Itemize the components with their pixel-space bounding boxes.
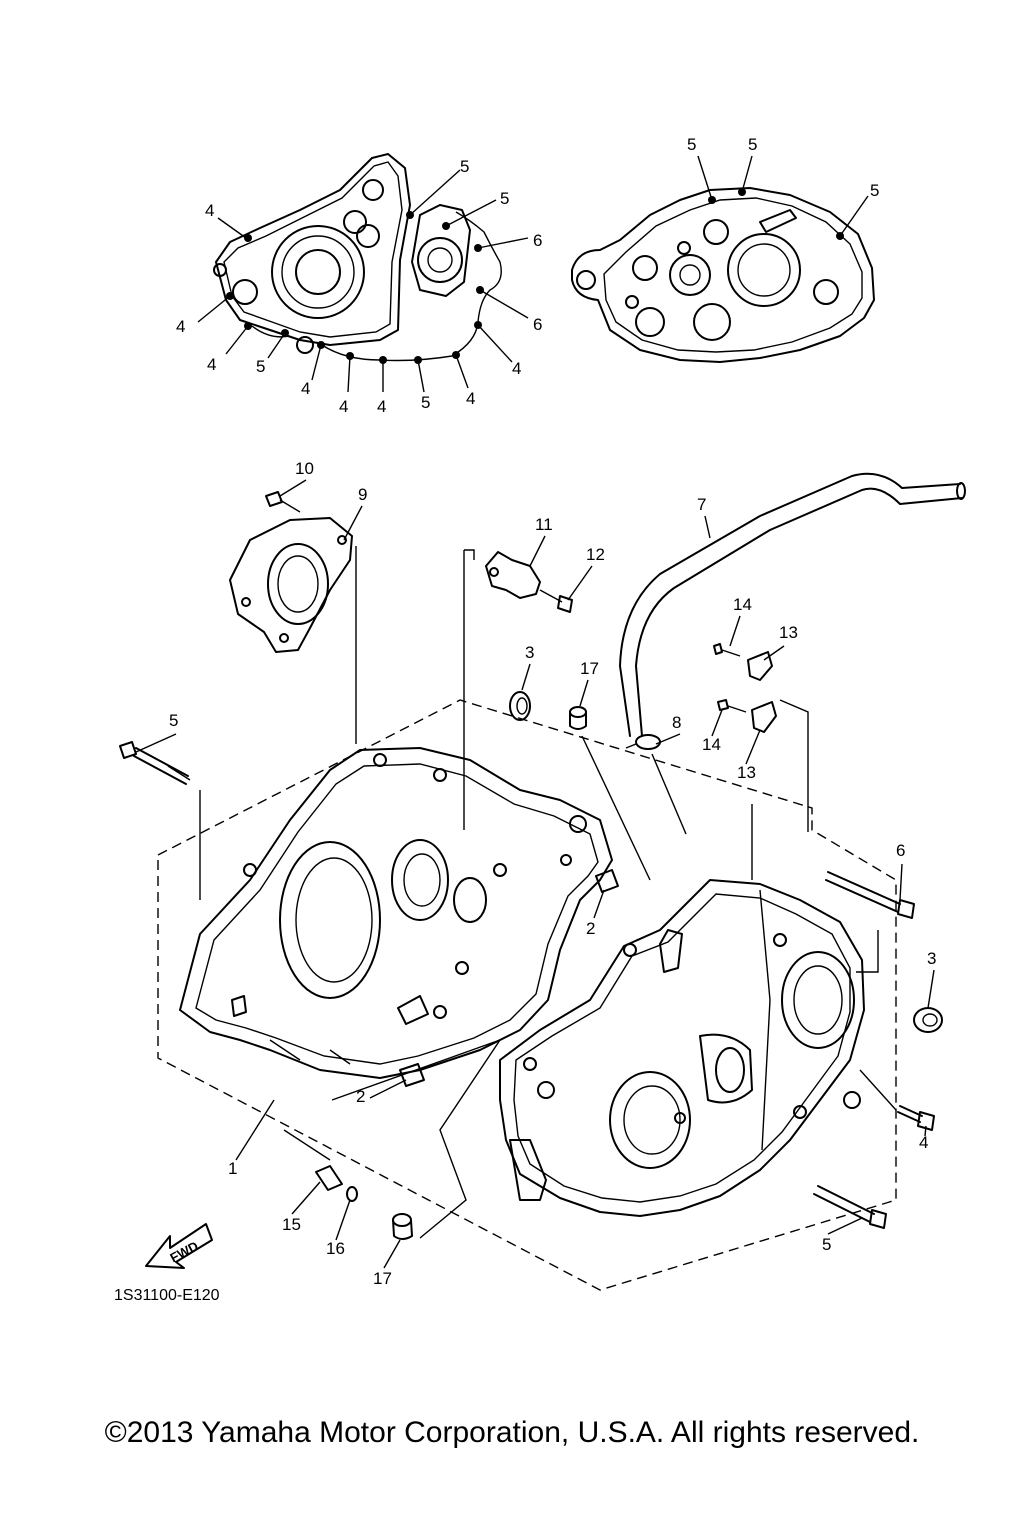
breather-hose-part-7 xyxy=(619,472,966,737)
callout-label: 4 xyxy=(207,355,216,374)
oil-seal-part-3-lower xyxy=(913,1007,943,1033)
callout-label: 16 xyxy=(326,1239,345,1258)
dowel-part-17-upper xyxy=(569,706,587,730)
callout-label: 9 xyxy=(358,485,367,504)
drawing-code: 1S31100-E120 xyxy=(114,1287,220,1304)
callout-label: 5 xyxy=(687,135,696,154)
callout-label: 17 xyxy=(373,1269,392,1288)
callout-label: 5 xyxy=(822,1235,831,1254)
bolt-part-6 xyxy=(825,871,915,919)
callout-label: 3 xyxy=(927,949,936,968)
callout-label: 6 xyxy=(896,841,905,860)
callouts-top-right: 5 5 5 xyxy=(687,135,879,200)
left-crankcase-bolt-pattern-view xyxy=(197,153,529,393)
callout-label: 11 xyxy=(535,515,553,534)
callout-label: 4 xyxy=(919,1133,928,1152)
callout-label: 14 xyxy=(733,595,752,614)
bolt-part-5-lower xyxy=(813,1185,887,1229)
right-crankcase-bolt-pattern-view xyxy=(571,155,875,363)
callout-label: 6 xyxy=(533,315,542,334)
callout-label: 5 xyxy=(748,135,757,154)
crankcase-assembly-outline xyxy=(157,699,897,1291)
callout-label: 13 xyxy=(779,623,798,642)
bolt-part-10 xyxy=(265,491,301,513)
right-crankcase-half xyxy=(499,879,865,1217)
screw-part-14-a xyxy=(713,643,741,657)
callout-label: 4 xyxy=(205,201,214,220)
oil-seal-part-3-upper xyxy=(509,691,531,721)
callout-label: 1 xyxy=(228,1159,237,1178)
left-crankcase-half xyxy=(179,747,613,1079)
bolt-dots-left xyxy=(226,211,484,364)
fwd-direction-arrow: FWD xyxy=(145,1223,213,1269)
callout-label: 4 xyxy=(301,379,310,398)
callout-label: 4 xyxy=(377,397,386,416)
callout-label: 5 xyxy=(870,181,879,200)
screw-part-14-b xyxy=(717,699,747,713)
plate-part-13-b xyxy=(751,701,777,733)
callout-label: 13 xyxy=(737,763,756,782)
callout-label: 5 xyxy=(460,157,469,176)
callout-label: 5 xyxy=(421,393,430,412)
copyright-notice: ©2013 Yamaha Motor Corporation, U.S.A. A… xyxy=(104,1416,920,1449)
callout-label: 6 xyxy=(533,231,542,250)
dowel-part-15 xyxy=(315,1165,343,1191)
leader-lines-left xyxy=(197,169,529,393)
callout-label: 7 xyxy=(697,495,706,514)
callout-label: 8 xyxy=(672,713,681,732)
bolt-part-12 xyxy=(539,589,573,613)
hose-clamp-part-8 xyxy=(625,734,661,750)
callout-label: 4 xyxy=(466,389,475,408)
callout-label: 12 xyxy=(586,545,605,564)
callout-label: 2 xyxy=(356,1087,365,1106)
callout-label: 3 xyxy=(525,643,534,662)
plate-part-13-a xyxy=(747,651,773,681)
retainer-plate-part-9 xyxy=(229,517,353,653)
callout-label: 4 xyxy=(176,317,185,336)
callout-label: 10 xyxy=(295,459,314,478)
o-ring-part-16 xyxy=(346,1186,358,1202)
callout-label: 17 xyxy=(580,659,599,678)
callout-label: 15 xyxy=(282,1215,301,1234)
callout-label: 14 xyxy=(702,735,721,754)
bolt-part-4 xyxy=(897,1105,935,1131)
fwd-label: FWD xyxy=(168,1238,201,1265)
bracket-part-11 xyxy=(485,551,541,599)
dowel-part-2-upper xyxy=(595,869,619,893)
dowel-part-17-lower xyxy=(392,1213,413,1240)
alignment-lines xyxy=(199,546,897,1239)
callout-label: 5 xyxy=(500,189,509,208)
bolt-part-5-upper xyxy=(119,741,191,785)
callout-label: 2 xyxy=(586,919,595,938)
callouts-top-left: 4 4 4 4 5 4 4 4 5 4 4 5 5 6 6 xyxy=(176,157,542,416)
callout-label: 5 xyxy=(169,711,178,730)
callout-label: 4 xyxy=(339,397,348,416)
callout-label: 5 xyxy=(256,357,265,376)
callout-label: 4 xyxy=(512,359,521,378)
callout-leader-lines xyxy=(135,479,935,1269)
callouts-main: 10 9 11 12 7 14 13 3 17 8 14 13 5 6 3 2 … xyxy=(169,459,936,1288)
